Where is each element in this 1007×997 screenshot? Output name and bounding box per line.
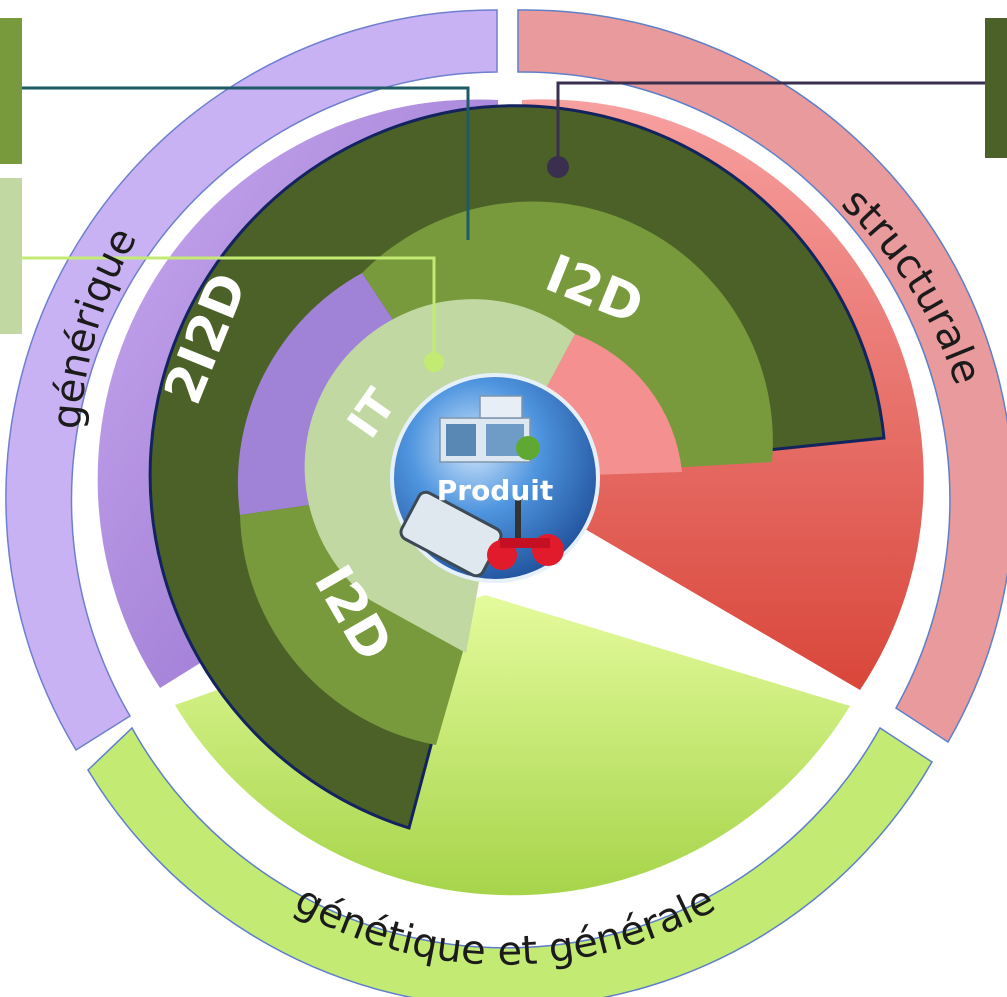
legend-box-right: [985, 18, 1007, 158]
building-icon: [439, 395, 540, 463]
outer-arc-genetique: [87, 726, 934, 997]
connector-2i2d: [22, 86, 470, 240]
connector-it-dot: [424, 352, 444, 372]
connector-structurale-dot: [547, 156, 569, 178]
center-label: Produit: [437, 474, 554, 507]
segway-icon: [487, 500, 564, 570]
legend-box-dark: [0, 18, 22, 164]
connector-structurale: [556, 81, 985, 165]
outer-arc-generique: [5, 9, 498, 752]
connector-it: [22, 256, 436, 360]
outer-arc-structurale: [517, 9, 1007, 744]
legend-box-light: [0, 178, 22, 334]
